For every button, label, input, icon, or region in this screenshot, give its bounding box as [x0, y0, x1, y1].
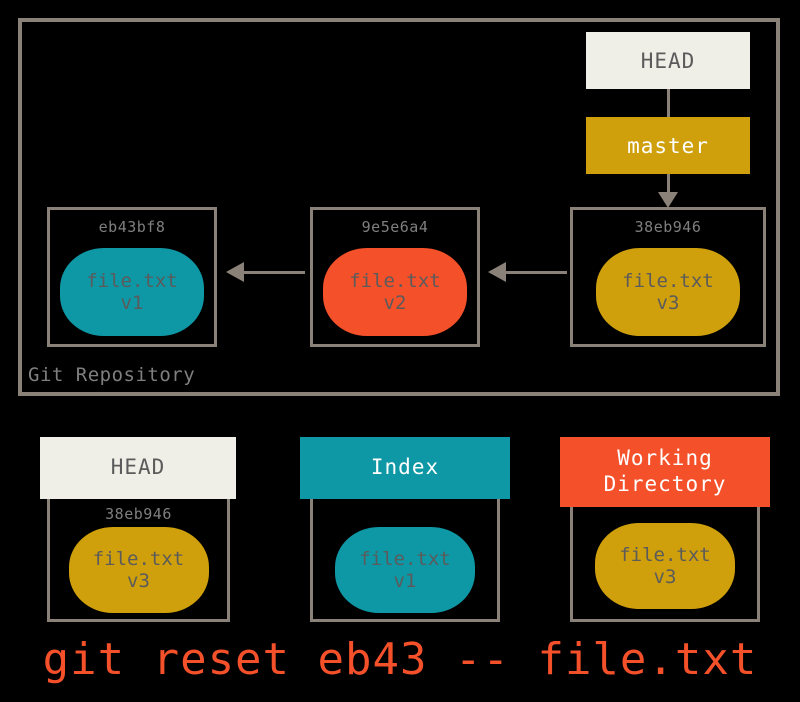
head-pointer-label: HEAD	[640, 48, 696, 73]
commit-box-eb43bf8: eb43bf8 file.txt v1	[47, 207, 217, 347]
blob-file-name: file.txt	[359, 547, 451, 570]
master-branch-box: master	[586, 117, 750, 174]
arrow-left-icon	[226, 262, 244, 282]
blob-file-name: file.txt	[349, 269, 441, 292]
commit-blob: file.txt v1	[60, 248, 204, 336]
parent-arrow-line	[243, 271, 305, 274]
area-title-working-directory: Working Directory	[560, 437, 770, 507]
commit-hash-label: 9e5e6a4	[361, 218, 429, 236]
area-title-index: Index	[300, 437, 510, 499]
area-body-working-directory: file.txt v3	[570, 507, 760, 622]
parent-arrow-line	[505, 271, 567, 274]
arrow-down-icon	[658, 192, 678, 208]
blob-file-name: file.txt	[619, 543, 711, 566]
git-repository-label: Git Repository	[28, 364, 196, 386]
blob-file-name: file.txt	[622, 269, 714, 292]
commit-box-9e5e6a4: 9e5e6a4 file.txt v2	[310, 207, 480, 347]
master-to-commit-connector	[667, 174, 670, 198]
blob-version: v3	[653, 566, 677, 588]
head-to-master-connector	[667, 89, 670, 117]
commit-blob: file.txt v2	[323, 248, 467, 336]
head-pointer-box: HEAD	[586, 32, 750, 89]
area-title-label: Index	[370, 455, 440, 480]
arrow-left-icon	[488, 262, 506, 282]
command-caption: git reset eb43 -- file.txt	[42, 634, 758, 685]
commit-hash-label: eb43bf8	[98, 218, 166, 236]
commit-hash-label: 38eb946	[634, 218, 702, 236]
git-repository-frame	[18, 18, 780, 396]
blob-version: v1	[120, 292, 144, 314]
master-branch-label: master	[627, 133, 709, 158]
area-hash-label: 38eb946	[105, 505, 172, 523]
area-blob-head: file.txt v3	[68, 527, 209, 613]
area-title-head: HEAD	[40, 437, 236, 499]
area-body-index: file.txt v1	[310, 499, 500, 622]
commit-blob: file.txt v3	[596, 248, 740, 336]
area-title-label-line1: Working	[617, 446, 713, 471]
blob-version: v3	[656, 292, 680, 314]
blob-version: v2	[383, 292, 407, 314]
area-blob-index: file.txt v1	[335, 527, 475, 613]
blob-version: v1	[393, 570, 417, 592]
blob-version: v3	[127, 570, 150, 592]
blob-file-name: file.txt	[86, 269, 178, 292]
area-blob-working-directory: file.txt v3	[595, 523, 735, 609]
area-title-label: HEAD	[110, 455, 166, 480]
area-title-label-line2: Directory	[603, 472, 727, 496]
area-body-head: 38eb946 file.txt v3	[47, 499, 230, 622]
commit-box-38eb946: 38eb946 file.txt v3	[570, 207, 766, 347]
blob-file-name: file.txt	[92, 547, 185, 570]
